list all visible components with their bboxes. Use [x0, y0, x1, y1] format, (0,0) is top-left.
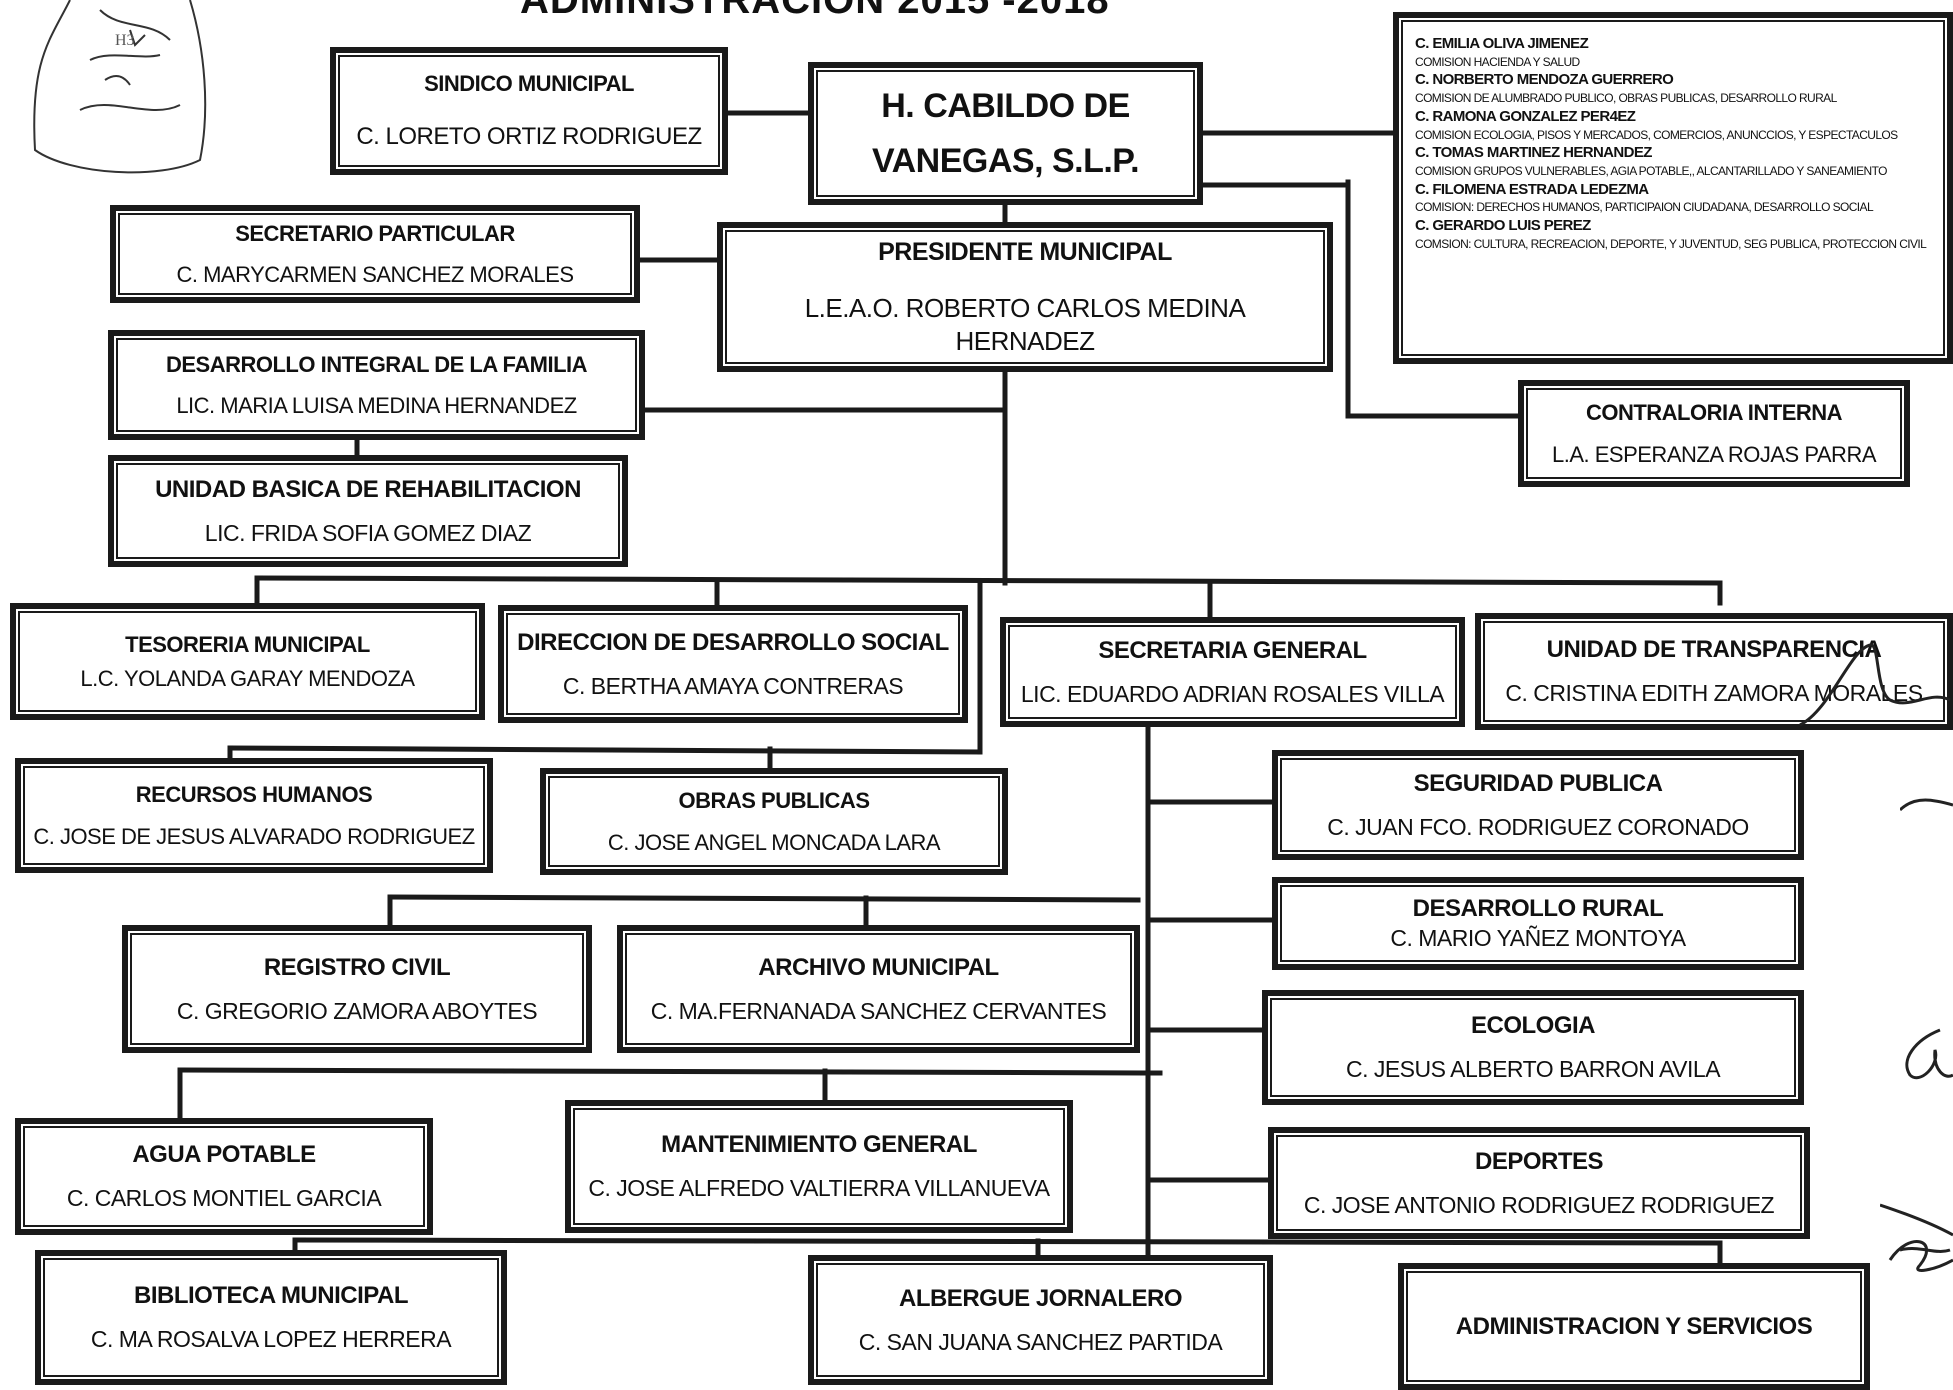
ecologia-box: ECOLOGIA C. JESUS ALBERTO BARRON AVILA: [1262, 990, 1804, 1105]
unit-head: C. JOSE DE JESUS ALVARADO RODRIGUEZ: [33, 823, 475, 849]
archivo-municipal-box: ARCHIVO MUNICIPAL C. MA.FERNANADA SANCHE…: [617, 925, 1140, 1053]
unit-head: C. MARYCARMEN SANCHEZ MORALES: [176, 262, 574, 287]
desarrollo-social-box: DIRECCION DE DESARROLLO SOCIAL C. BERTHA…: [498, 605, 968, 723]
unit-title: RECURSOS HUMANOS: [135, 782, 373, 807]
unit-title: SECRETARIO PARTICULAR: [235, 220, 515, 246]
regidor-item: C. EMILIA OLIVA JIMENEZ COMISION HACIENDA…: [1415, 35, 1937, 69]
unit-title: REGISTRO CIVIL: [263, 953, 451, 981]
administracion-servicios-box: ADMINISTRACION Y SERVICIOS: [1398, 1263, 1870, 1390]
unit-title: PRESIDENTE MUNICIPAL: [878, 237, 1172, 266]
regidores-list: C. EMILIA OLIVA JIMENEZ COMISION HACIENDA…: [1393, 12, 1953, 364]
regidor-name: C. NORBERTO MENDOZA GUERRERO: [1415, 71, 1674, 89]
unit-head: LIC. MARIA LUISA MEDINA HERNANDEZ: [176, 393, 577, 418]
regidor-item: C. RAMONA GONZALEZ PER4EZ COMISION ECOLOG…: [1415, 107, 1937, 142]
unit-head: C. CRISTINA EDITH ZAMORA MORALES: [1505, 680, 1923, 707]
unit-title: MANTENIMIENTO GENERAL: [661, 1131, 977, 1159]
cabildo-title-line2: VANEGAS, S.L.P.: [871, 141, 1140, 180]
agua-potable-box: AGUA POTABLE C. CARLOS MONTIEL GARCIA: [15, 1118, 433, 1235]
regidor-item: C. GERARDO LUIS PEREZ COMSION: CULTURA, R…: [1415, 216, 1937, 251]
unit-title: ADMINISTRACION Y SERVICIOS: [1455, 1312, 1813, 1340]
unit-title: SEGURIDAD PUBLICA: [1413, 769, 1663, 797]
secretario-particular-box: SECRETARIO PARTICULAR C. MARYCARMEN SANC…: [110, 205, 640, 303]
unit-head: C. JESUS ALBERTO BARRON AVILA: [1345, 1056, 1721, 1083]
regidor-item: C. NORBERTO MENDOZA GUERRERO COMISION DE …: [1415, 71, 1937, 106]
signature-scribble: [1880, 1203, 1953, 1272]
regidor-name: C. EMILIA OLIVA JIMENEZ: [1415, 35, 1589, 52]
biblioteca-municipal-box: BIBLIOTECA MUNICIPAL C. MA ROSALVA LOPEZ…: [35, 1250, 507, 1385]
registro-civil-box: REGISTRO CIVIL C. GREGORIO ZAMORA ABOYTE…: [122, 925, 592, 1053]
cabildo-title-line1: H. CABILDO DE: [881, 87, 1130, 125]
ubr-box: UNIDAD BASICA DE REHABILITACION LIC. FRI…: [108, 455, 628, 567]
unit-title: DIRECCION DE DESARROLLO SOCIAL: [517, 628, 949, 656]
regidor-commission: COMISION GRUPOS VULNERABLES, AGIA POTABL…: [1415, 163, 1887, 178]
unit-head: L.C. YOLANDA GARAY MENDOZA: [80, 665, 415, 691]
unit-head: C. MA.FERNANADA SANCHEZ CERVANTES: [650, 997, 1107, 1024]
regidor-name: C. TOMAS MARTINEZ HERNANDEZ: [1415, 144, 1652, 162]
unit-head: C. JOSE ANGEL MONCADA LARA: [607, 829, 941, 855]
seguridad-publica-box: SEGURIDAD PUBLICA C. JUAN FCO. RODRIGUEZ…: [1272, 750, 1804, 860]
unit-head: C. JUAN FCO. RODRIGUEZ CORONADO: [1327, 813, 1749, 840]
unit-head: L.A. ESPERANZA ROJAS PARRA: [1551, 441, 1877, 467]
document-title: ADMINISTRACION 2015 -2018: [520, 0, 1110, 22]
municipal-seal-icon: H3: [33, 0, 207, 174]
unit-head: LIC. EDUARDO ADRIAN ROSALES VILLA: [1020, 680, 1445, 707]
regidor-commission: COMISION: DERECHOS HUMANOS, PARTICIPAION…: [1415, 200, 1874, 215]
sindico-box: SINDICO MUNICIPAL C. LORETO ORTIZ RODRIG…: [330, 47, 728, 175]
obras-publicas-box: OBRAS PUBLICAS C. JOSE ANGEL MONCADA LAR…: [540, 768, 1008, 875]
unit-title: OBRAS PUBLICAS: [678, 788, 870, 813]
transparencia-box: UNIDAD DE TRANSPARENCIA C. CRISTINA EDIT…: [1475, 613, 1953, 730]
unit-head: C. CARLOS MONTIEL GARCIA: [66, 1185, 382, 1212]
signature-scribble: [1905, 1028, 1953, 1079]
unit-title: DESARROLLO RURAL: [1412, 895, 1664, 923]
albergue-jornalero-box: ALBERGUE JORNALERO C. SAN JUANA SANCHEZ …: [808, 1255, 1273, 1385]
unit-head: C. LORETO ORTIZ RODRIGUEZ: [356, 122, 702, 150]
presidente-box: PRESIDENTE MUNICIPAL L.E.A.O. ROBERTO CA…: [717, 222, 1333, 372]
unit-title: ARCHIVO MUNICIPAL: [758, 953, 999, 981]
regidor-name: C. FILOMENA ESTRADA LEDEZMA: [1415, 180, 1649, 198]
unit-title: ALBERGUE JORNALERO: [898, 1284, 1183, 1312]
regidor-commission: COMSION: CULTURA, RECREACION, DEPORTE, Y…: [1415, 236, 1927, 251]
recursos-humanos-box: RECURSOS HUMANOS C. JOSE DE JESUS ALVARA…: [15, 758, 493, 873]
regidor-name: C. RAMONA GONZALEZ PER4EZ: [1415, 107, 1636, 125]
unit-title: DEPORTES: [1474, 1147, 1604, 1175]
unit-head: C. BERTHA AMAYA CONTRERAS: [562, 672, 904, 699]
unit-head: LIC. FRIDA SOFIA GOMEZ DIAZ: [204, 519, 532, 546]
dif-box: DESARROLLO INTEGRAL DE LA FAMILIA LIC. M…: [108, 330, 645, 440]
regidor-commission: COMISION ECOLOGIA, PISOS Y MERCADOS, COM…: [1415, 127, 1898, 142]
regidor-item: C. FILOMENA ESTRADA LEDEZMA COMISION: DER…: [1415, 180, 1937, 215]
unit-title: UNIDAD DE TRANSPARENCIA: [1546, 636, 1882, 664]
unit-head: C. MARIO YAÑEZ MONTOYA: [1390, 925, 1686, 952]
deportes-box: DEPORTES C. JOSE ANTONIO RODRIGUEZ RODRI…: [1268, 1127, 1810, 1239]
secretaria-general-box: SECRETARIA GENERAL LIC. EDUARDO ADRIAN R…: [1000, 617, 1465, 727]
contraloria-box: CONTRALORIA INTERNA L.A. ESPERANZA ROJAS…: [1518, 380, 1910, 487]
regidor-name: C. GERARDO LUIS PEREZ: [1415, 216, 1591, 234]
unit-head: L.E.A.O. ROBERTO CARLOS MEDINA HERNADEZ: [804, 293, 1246, 356]
unit-title: SINDICO MUNICIPAL: [424, 71, 634, 97]
unit-title: ECOLOGIA: [1470, 1012, 1596, 1040]
unit-head: C. MA ROSALVA LOPEZ HERRERA: [90, 1326, 452, 1353]
unit-head: C. JOSE ALFREDO VALTIERRA VILLANUEVA: [588, 1175, 1050, 1202]
regidor-commission: COMISION HACIENDA Y SALUD: [1415, 54, 1580, 69]
unit-title: TESORERIA MUNICIPAL: [125, 632, 370, 657]
tesoreria-box: TESORERIA MUNICIPAL L.C. YOLANDA GARAY M…: [10, 603, 485, 720]
regidor-commission: COMISION DE ALUMBRADO PUBLICO, OBRAS PUB…: [1415, 91, 1837, 106]
svg-text:H3: H3: [115, 32, 135, 49]
unit-head: C. SAN JUANA SANCHEZ PARTIDA: [858, 1328, 1223, 1355]
unit-head: C. GREGORIO ZAMORA ABOYTES: [176, 997, 538, 1024]
unit-title: AGUA POTABLE: [132, 1141, 316, 1169]
signature-scribble: [1900, 798, 1953, 812]
unit-title: SECRETARIA GENERAL: [1098, 636, 1367, 664]
unit-title: CONTRALORIA INTERNA: [1585, 400, 1843, 425]
unit-title: UNIDAD BASICA DE REHABILITACION: [155, 475, 581, 503]
unit-head: C. JOSE ANTONIO RODRIGUEZ RODRIGUEZ: [1303, 1191, 1775, 1218]
desarrollo-rural-box: DESARROLLO RURAL C. MARIO YAÑEZ MONTOYA: [1272, 877, 1804, 970]
unit-title: DESARROLLO INTEGRAL DE LA FAMILIA: [165, 351, 588, 377]
cabildo-box: H. CABILDO DE VANEGAS, S.L.P.: [808, 62, 1203, 205]
mantenimiento-general-box: MANTENIMIENTO GENERAL C. JOSE ALFREDO VA…: [565, 1100, 1073, 1233]
signature-scribble: [1799, 643, 1951, 727]
unit-title: BIBLIOTECA MUNICIPAL: [134, 1282, 408, 1310]
